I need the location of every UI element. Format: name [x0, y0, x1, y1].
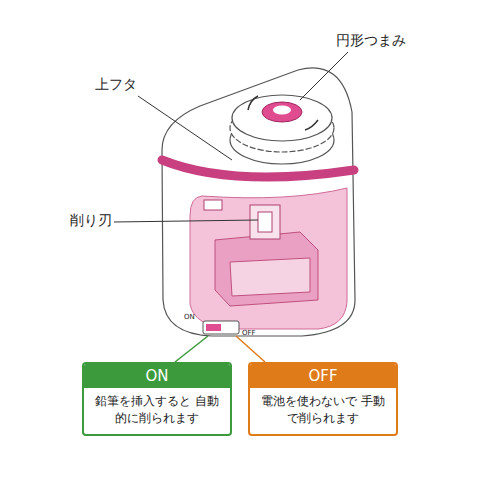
- box-body: 電池を使わないで 手動で削られます: [250, 388, 396, 434]
- box-body: 鉛筆を挿入すると 自動的に削られます: [84, 388, 230, 434]
- leader-line: [236, 336, 265, 362]
- knob-top: [232, 95, 332, 141]
- mechanism: [215, 232, 318, 306]
- part-label: 円形つまみ: [336, 33, 406, 48]
- knob-hole: [262, 102, 302, 122]
- inner-part: [204, 200, 222, 210]
- leader-line: [114, 220, 258, 222]
- callout-box: ON鉛筆を挿入すると 自動的に削られます: [82, 362, 232, 436]
- arrow-mark: [248, 96, 258, 110]
- box-heading: ON: [84, 364, 230, 388]
- mechanism-face: [230, 258, 310, 296]
- window: [190, 188, 347, 329]
- rim: [162, 160, 354, 177]
- callout-box: OFF電池を使わないで 手動で削られます: [248, 362, 398, 436]
- box-heading: OFF: [250, 364, 396, 388]
- switch-label: OFF: [242, 330, 256, 338]
- housing: [162, 68, 355, 336]
- blade-holder: [250, 205, 280, 239]
- part-label: 上フタ: [95, 77, 137, 92]
- switch: [203, 321, 239, 334]
- arrow-mark: [305, 120, 318, 130]
- knob-center: [273, 106, 291, 115]
- leader-line: [138, 96, 232, 160]
- part-label: 削り刃: [70, 213, 112, 228]
- switch-label: ON: [184, 314, 195, 322]
- blade: [258, 212, 272, 232]
- leader-line: [175, 336, 208, 362]
- switch-knob: [206, 324, 221, 331]
- leader-line: [300, 52, 348, 100]
